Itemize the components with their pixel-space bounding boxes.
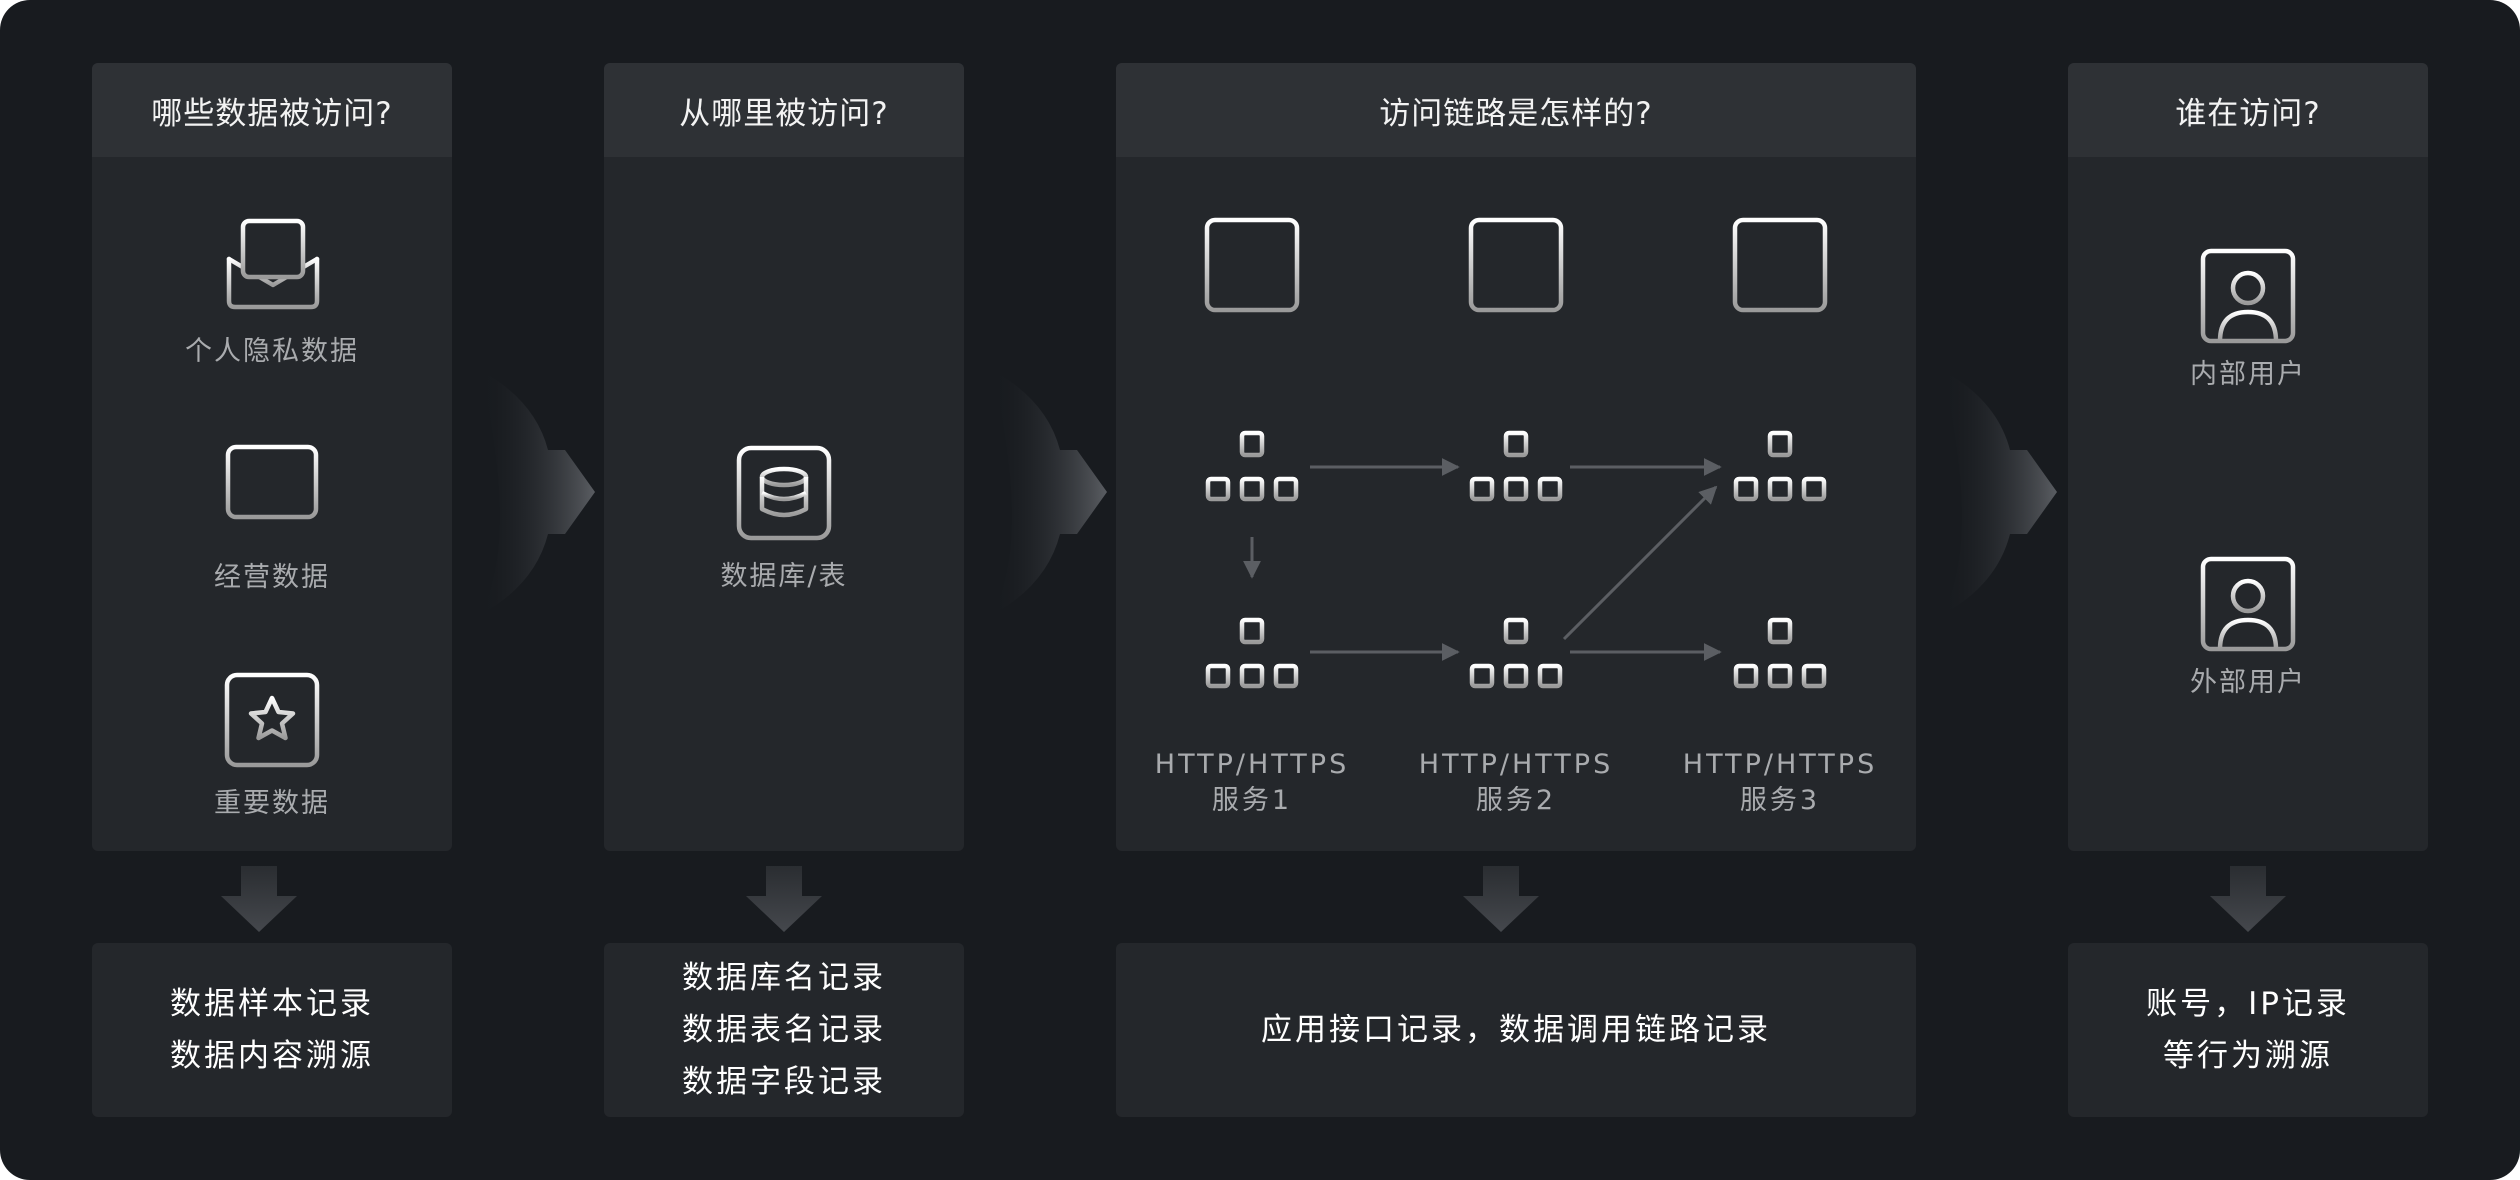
down-arrow-3: [1463, 866, 1539, 932]
result-box: 应用接口记录，数据调用链路记录: [1116, 943, 1916, 1117]
database-icon: [736, 445, 832, 541]
bar-chart-icon: [225, 444, 319, 536]
result-line: 数据库名记录: [682, 960, 886, 996]
service-protocol: HTTP/HTTPS: [1154, 749, 1350, 780]
panel-access-chain: 访问链路是怎样的?: [1116, 63, 1916, 851]
server-icon: [1204, 217, 1300, 313]
item-label: 经营数据: [214, 562, 330, 593]
result-line: 数据内容溯源: [170, 1038, 374, 1074]
network-node-icon: [1469, 430, 1563, 502]
service-label: HTTP/HTTPS 服务2: [1401, 747, 1631, 819]
item-label: 数据库/表: [720, 561, 848, 592]
result-box: 数据样本记录 数据内容溯源: [92, 943, 452, 1117]
star-icon: [224, 672, 320, 768]
item-label: 重要数据: [214, 788, 330, 819]
flow-arrow-3: [1942, 370, 2057, 615]
network-node-icon: [1205, 430, 1299, 502]
result-line: 应用接口记录，数据调用链路记录: [1261, 1012, 1771, 1048]
result-line: 等行为溯源: [2163, 1038, 2333, 1074]
server-icon: [1468, 217, 1564, 313]
down-arrow-2: [746, 866, 822, 932]
result-box: 账号，IP记录 等行为溯源: [2068, 943, 2428, 1117]
down-arrow-1: [221, 866, 297, 932]
panel-title: 哪些数据被访问?: [92, 63, 452, 157]
service-protocol: HTTP/HTTPS: [1682, 749, 1878, 780]
panel-title: 谁在访问?: [2068, 63, 2428, 157]
chain-arrow: [1562, 485, 1718, 641]
service-label: HTTP/HTTPS 服务3: [1665, 747, 1895, 819]
item-label: 外部用户: [2190, 667, 2306, 698]
user-icon: [2200, 556, 2296, 652]
flow-arrow-1: [480, 370, 595, 615]
result-box: 数据库名记录 数据表名记录 数据字段记录: [604, 943, 964, 1117]
panel-who-accesses: 谁在访问? 内部用户 外部用户: [2068, 63, 2428, 851]
user-icon: [2200, 248, 2296, 344]
envelope-icon: [226, 218, 320, 310]
panel-title: 从哪里被访问?: [604, 63, 964, 157]
network-node-icon: [1205, 617, 1299, 689]
result-line: 账号，IP记录: [2146, 986, 2350, 1022]
item-label: 内部用户: [2190, 359, 2306, 390]
service-name: 服务1: [1211, 785, 1293, 816]
panel-where-from: 从哪里被访问? 数据库/表: [604, 63, 964, 851]
network-node-icon: [1733, 430, 1827, 502]
down-arrow-4: [2210, 866, 2286, 932]
result-line: 数据表名记录: [682, 1012, 886, 1048]
result-line: 数据样本记录: [170, 986, 374, 1022]
network-node-icon: [1733, 617, 1827, 689]
network-node-icon: [1469, 617, 1563, 689]
service-name: 服务3: [1739, 785, 1821, 816]
service-protocol: HTTP/HTTPS: [1418, 749, 1614, 780]
chain-connectors: [1243, 458, 1722, 661]
result-line: 数据字段记录: [682, 1064, 886, 1100]
server-icon: [1732, 217, 1828, 313]
service-name: 服务2: [1475, 785, 1557, 816]
panel-title: 访问链路是怎样的?: [1116, 63, 1916, 157]
item-label: 个人隐私数据: [185, 336, 359, 367]
panel-which-data: 哪些数据被访问? 个人隐私数据 经营数据: [92, 63, 452, 851]
service-label: HTTP/HTTPS 服务1: [1137, 747, 1367, 819]
flow-arrow-2: [992, 370, 1107, 615]
